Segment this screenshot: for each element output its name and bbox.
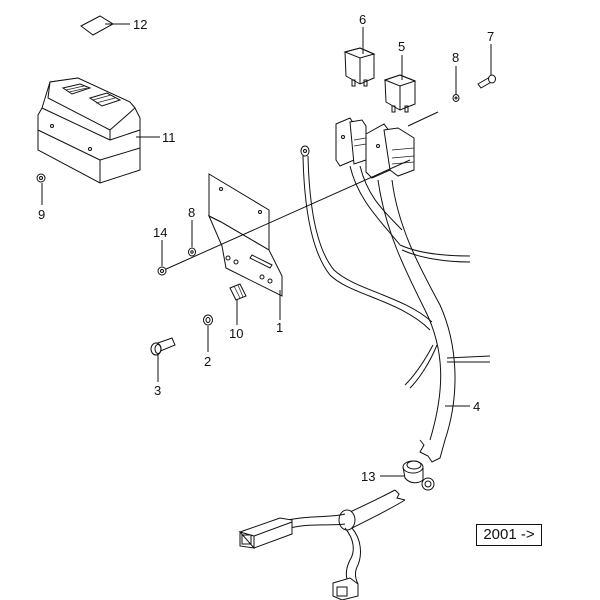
washer-part-8-top[interactable]	[452, 66, 460, 102]
callout-9: 9	[38, 207, 45, 222]
screw-part-7[interactable]	[477, 44, 496, 89]
wiring-harness-part-4[interactable]	[300, 145, 491, 463]
cover-box-part[interactable]	[37, 77, 160, 184]
callout-2: 2	[204, 354, 211, 369]
alignment-line	[407, 111, 439, 127]
nut-part-9[interactable]	[36, 173, 46, 205]
bolt-part-3[interactable]	[150, 337, 176, 382]
callout-13: 13	[361, 469, 375, 484]
relay-socket-left[interactable]	[335, 117, 367, 167]
callout-10: 10	[229, 326, 243, 341]
callout-7: 7	[487, 29, 494, 44]
washer-part-8-lower[interactable]	[188, 220, 196, 257]
callout-4: 4	[473, 399, 480, 414]
callout-8-lower: 8	[188, 205, 195, 220]
washer-part-2[interactable]	[203, 314, 213, 352]
relay-socket-right[interactable]	[365, 123, 415, 179]
nut-part-14[interactable]	[157, 240, 167, 276]
fuse-holder-part-10[interactable]	[229, 283, 247, 325]
callout-5: 5	[398, 39, 405, 54]
connector-pigtail[interactable]	[238, 489, 406, 600]
relay-part-5[interactable]	[383, 55, 417, 113]
callout-6: 6	[359, 12, 366, 27]
callout-3: 3	[154, 383, 161, 398]
callout-12: 12	[133, 17, 147, 32]
callout-14: 14	[153, 225, 167, 240]
assembly-line	[163, 159, 411, 271]
callout-1: 1	[276, 320, 283, 335]
relay-part-6[interactable]	[343, 27, 376, 87]
label-decal-part[interactable]	[80, 15, 130, 36]
model-year-range-badge: 2001 ->	[476, 524, 542, 546]
callout-8-top: 8	[452, 50, 459, 65]
clamp-part-13[interactable]	[380, 460, 435, 491]
callout-11: 11	[162, 130, 176, 145]
mounting-bracket-part-1[interactable]	[207, 173, 283, 320]
